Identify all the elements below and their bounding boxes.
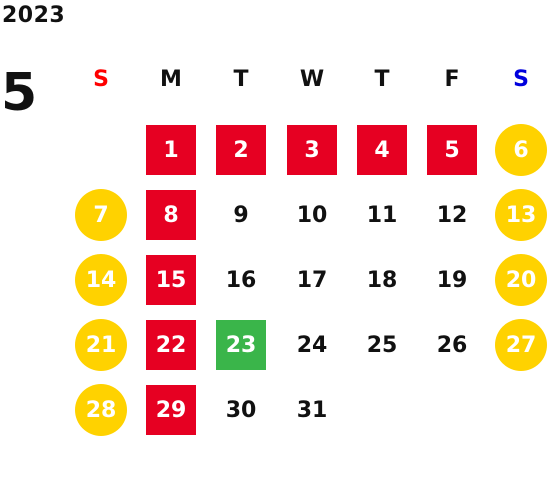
day-cell-26[interactable]: 26 (436, 332, 468, 358)
day-cell-3[interactable]: 3 (287, 125, 337, 175)
day-cell-15[interactable]: 15 (146, 255, 196, 305)
year-label: 2023 (2, 3, 66, 28)
day-cell-22[interactable]: 22 (146, 320, 196, 370)
day-cell-9[interactable]: 9 (233, 202, 249, 228)
day-cell-28[interactable]: 28 (75, 384, 127, 436)
day-cell-19[interactable]: 19 (436, 267, 468, 293)
day-cell-11[interactable]: 11 (366, 202, 398, 228)
weekday-header-wed: W (299, 67, 325, 92)
weekday-header-fri: F (444, 67, 460, 92)
day-cell-12[interactable]: 12 (436, 202, 468, 228)
weekday-header-sun: S (93, 67, 109, 92)
month-number: 5 (1, 63, 38, 123)
day-cell-10[interactable]: 10 (296, 202, 328, 228)
day-cell-4[interactable]: 4 (357, 125, 407, 175)
day-cell-8[interactable]: 8 (146, 190, 196, 240)
day-cell-2[interactable]: 2 (216, 125, 266, 175)
day-cell-16[interactable]: 16 (225, 267, 257, 293)
day-cell-13[interactable]: 13 (495, 189, 547, 241)
day-cell-29[interactable]: 29 (146, 385, 196, 435)
day-cell-30[interactable]: 30 (225, 397, 257, 423)
day-cell-1[interactable]: 1 (146, 125, 196, 175)
day-cell-24[interactable]: 24 (296, 332, 328, 358)
day-cell-23[interactable]: 23 (216, 320, 266, 370)
weekday-header-sat: S (513, 67, 529, 92)
day-cell-5[interactable]: 5 (427, 125, 477, 175)
day-cell-21[interactable]: 21 (75, 319, 127, 371)
weekday-header-mon: M (160, 67, 182, 92)
day-cell-31[interactable]: 31 (296, 397, 328, 423)
day-cell-6[interactable]: 6 (495, 124, 547, 176)
day-cell-20[interactable]: 20 (495, 254, 547, 306)
weekday-header-tue: T (233, 67, 249, 92)
day-cell-18[interactable]: 18 (366, 267, 398, 293)
day-cell-7[interactable]: 7 (75, 189, 127, 241)
day-cell-27[interactable]: 27 (495, 319, 547, 371)
day-cell-17[interactable]: 17 (296, 267, 328, 293)
weekday-header-thu: T (374, 67, 390, 92)
day-cell-14[interactable]: 14 (75, 254, 127, 306)
day-cell-25[interactable]: 25 (366, 332, 398, 358)
